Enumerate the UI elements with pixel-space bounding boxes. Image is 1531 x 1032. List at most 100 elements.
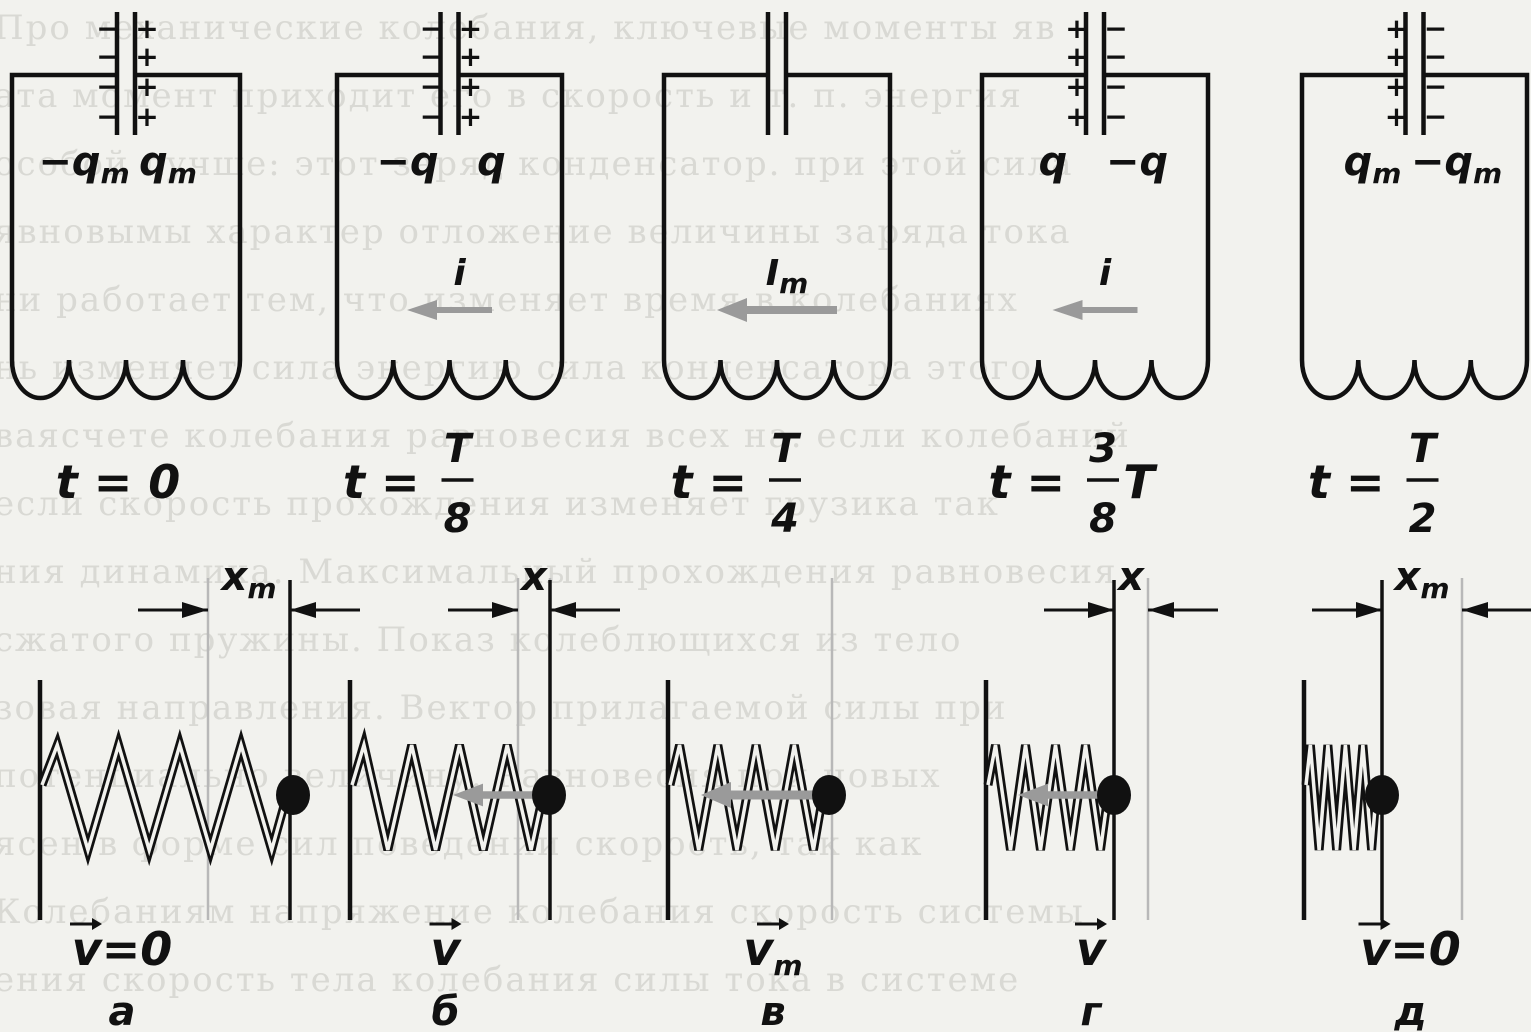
plate-sign-left: −	[420, 100, 443, 133]
velocity-arrow-head	[453, 783, 483, 807]
plate-sign-right: +	[135, 70, 158, 103]
velocity-arrow-head	[1018, 783, 1048, 807]
disp-arrowhead-right	[550, 602, 576, 618]
time-prefix: t =	[670, 455, 747, 509]
charge-label-right: q	[477, 139, 506, 185]
velocity-label: v	[431, 922, 463, 976]
time-prefix: t =	[988, 455, 1065, 509]
charge-label-left: qm	[1344, 139, 1402, 190]
current-label: Im	[766, 253, 809, 300]
velocity-label: v=0	[72, 922, 173, 976]
plate-sign-right: +	[459, 40, 482, 73]
time-coefficient: T	[1123, 455, 1158, 509]
current-arrow-head	[407, 300, 437, 320]
background-text-line: зовая направления. Вектор прилагаемой си…	[0, 688, 1008, 728]
lc-circuit-wire	[661, 72, 893, 401]
time-denominator: 8	[1089, 496, 1117, 542]
time-denominator: 8	[444, 496, 472, 542]
disp-arrowhead-right	[1462, 602, 1488, 618]
plate-sign-left: +	[1385, 100, 1408, 133]
plate-sign-left: −	[96, 70, 119, 103]
time-prefix: t =	[343, 455, 420, 509]
background-text-line: Про механические колебания, ключевые мом…	[0, 8, 1057, 48]
mass-ball	[1365, 775, 1399, 815]
panel-letter: г	[1081, 989, 1103, 1032]
plate-sign-right: −	[1104, 100, 1127, 133]
lc-circuit-wire	[9, 72, 243, 401]
velocity-arrow-head	[701, 782, 731, 808]
plate-sign-left: +	[1065, 12, 1088, 45]
plate-sign-left: +	[1385, 70, 1408, 103]
plate-sign-right: −	[1104, 40, 1127, 73]
mass-ball	[532, 775, 566, 815]
time-numerator: T	[771, 426, 801, 472]
mass-ball	[1097, 775, 1131, 815]
plate-sign-left: −	[96, 100, 119, 133]
disp-arrowhead-left	[182, 602, 208, 618]
charge-label-left: q	[1039, 139, 1068, 185]
current-arrow-head	[717, 298, 747, 322]
plate-sign-right: +	[135, 12, 158, 45]
vector-arrow-head	[1097, 918, 1107, 930]
plate-sign-left: −	[96, 40, 119, 73]
displacement-label: x	[1116, 554, 1145, 600]
velocity-label: vm	[743, 922, 802, 982]
time-numerator: 3	[1089, 426, 1117, 472]
plate-sign-right: +	[135, 40, 158, 73]
time-numerator: T	[1409, 426, 1439, 472]
plate-sign-right: −	[1104, 70, 1127, 103]
plate-sign-right: +	[459, 70, 482, 103]
plate-sign-right: −	[1424, 100, 1447, 133]
current-arrow-head	[1052, 300, 1083, 320]
background-text-line: нь изменяет сила энергию сила конденсато…	[0, 348, 1033, 388]
plate-sign-left: −	[420, 40, 443, 73]
plate-sign-left: +	[1065, 100, 1088, 133]
plate-sign-left: +	[1065, 70, 1088, 103]
charge-label-left: −q	[376, 139, 438, 185]
plate-sign-right: +	[459, 12, 482, 45]
vector-arrow-head	[1380, 918, 1391, 930]
current-label: i	[1099, 253, 1112, 294]
vector-arrow-head	[451, 918, 462, 930]
time-denominator: 2	[1409, 496, 1437, 542]
spring-inner	[40, 738, 289, 857]
plate-sign-right: −	[1424, 12, 1447, 45]
time-denominator: 4	[770, 496, 799, 542]
plate-sign-left: −	[96, 12, 119, 45]
velocity-label: v	[1076, 922, 1108, 976]
charge-label-right: −qm	[1411, 139, 1502, 190]
plate-sign-right: +	[135, 100, 158, 133]
charge-label-left: −qm	[38, 139, 129, 190]
plate-sign-left: +	[1065, 40, 1088, 73]
mass-ball	[276, 775, 310, 815]
velocity-label: v=0	[1360, 922, 1461, 976]
vector-arrow-head	[92, 918, 102, 930]
current-label: i	[453, 253, 466, 294]
plate-sign-right: −	[1104, 12, 1127, 45]
panel-letter: д	[1393, 989, 1426, 1032]
background-text-line: ния динамика. Максимальный прохождения р…	[0, 552, 1118, 592]
background-text-line: ения скорость тела колебания силы тока в…	[0, 960, 1021, 1000]
displacement-label: xm	[1393, 554, 1450, 605]
disp-arrowhead-left	[1356, 602, 1382, 618]
background-text-line: сжатого пружины. Показ колеблющихся из т…	[0, 620, 963, 660]
plate-sign-left: +	[1385, 40, 1408, 73]
disp-arrowhead-right	[1148, 602, 1174, 618]
mass-ball	[812, 775, 846, 815]
time-prefix: t =	[1308, 455, 1385, 509]
time-numerator: T	[444, 426, 474, 472]
plate-sign-right: −	[1424, 70, 1447, 103]
lc-circuit-wire	[334, 72, 565, 401]
plate-sign-left: −	[420, 12, 443, 45]
charge-label-right: qm	[139, 139, 197, 190]
disp-arrowhead-left	[1088, 602, 1114, 618]
lc-circuit-wire	[979, 72, 1211, 401]
background-text-line: ни работает тем, что изменяет время в ко…	[0, 280, 1019, 320]
plate-sign-right: −	[1424, 40, 1447, 73]
background-text-line: Колебаниям напряжение колебания скорость…	[0, 892, 1085, 932]
time-label: t = 0	[56, 455, 181, 509]
